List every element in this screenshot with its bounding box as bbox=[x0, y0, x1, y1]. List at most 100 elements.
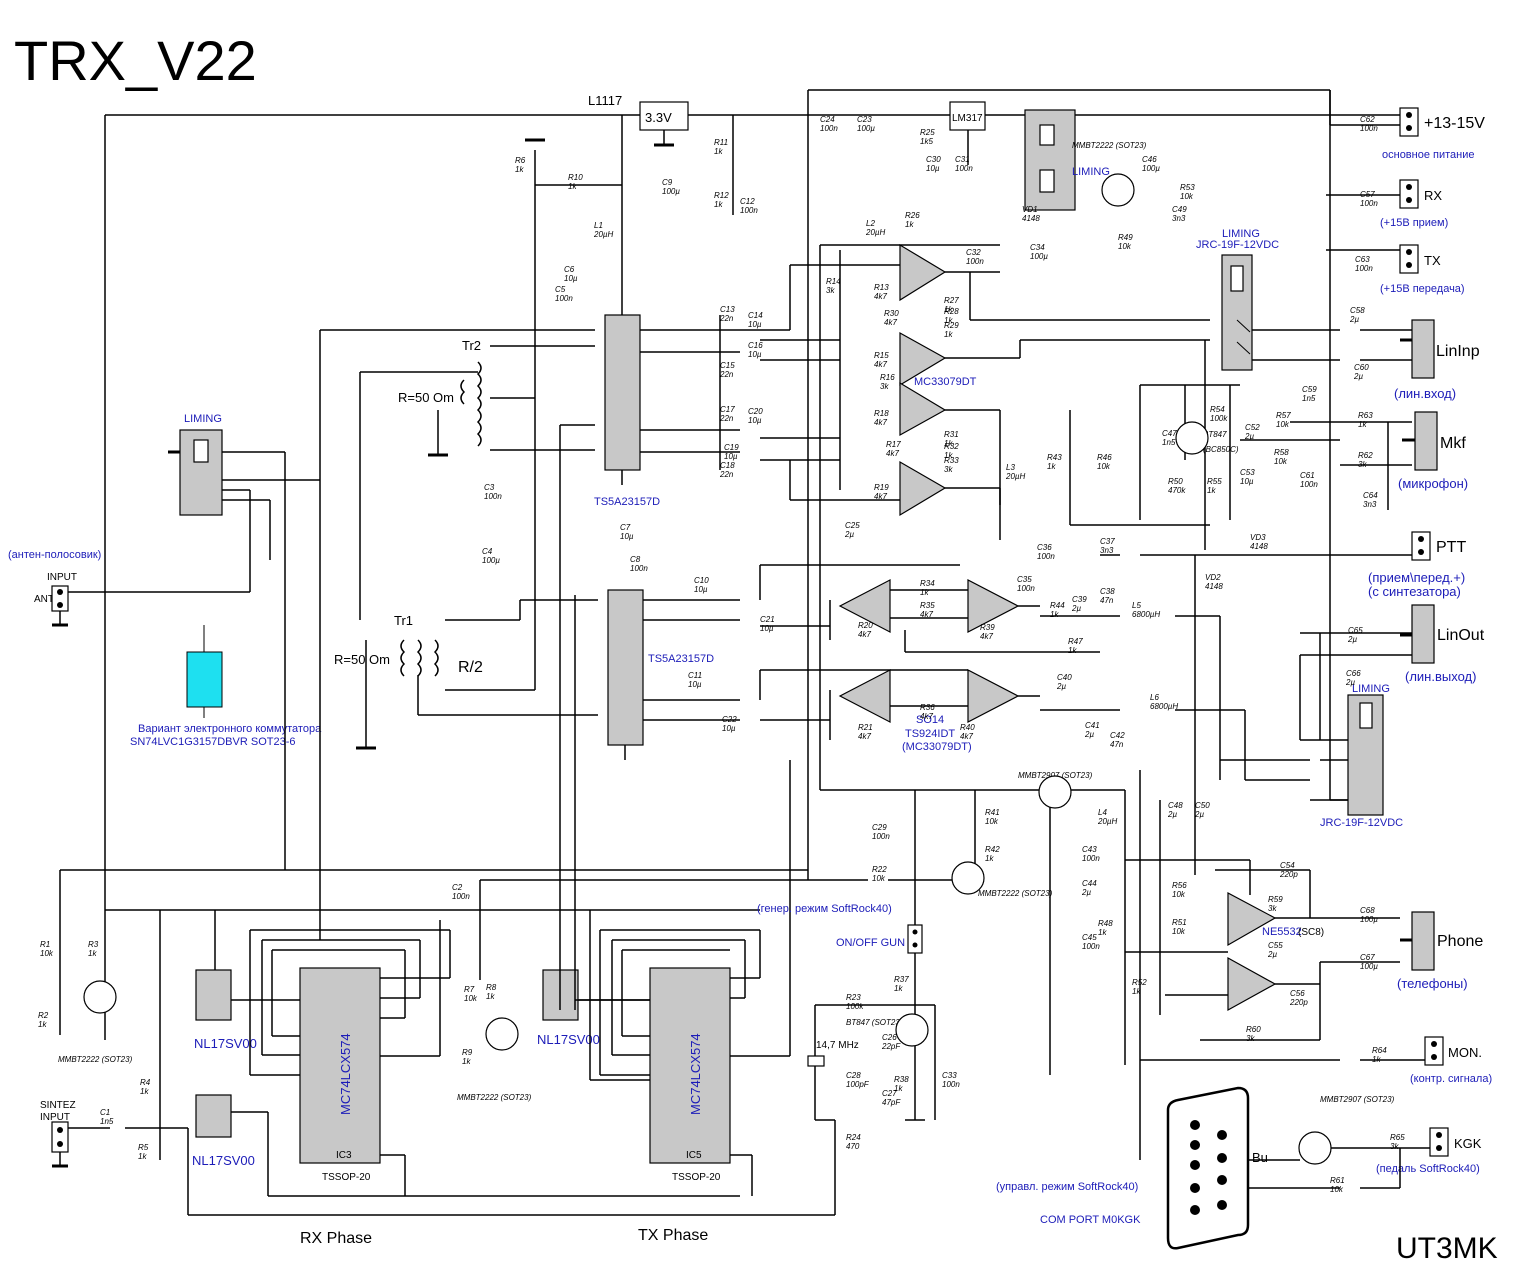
tr1-label: Tr1 bbox=[394, 613, 413, 628]
component-ref: R19 bbox=[874, 483, 889, 492]
component-value: 4148 bbox=[1022, 214, 1040, 223]
component-value: 22n bbox=[719, 370, 734, 379]
component-ref: R24 bbox=[846, 1133, 861, 1142]
component-ref: C3 bbox=[484, 483, 495, 492]
component-value: 100µ bbox=[857, 124, 875, 133]
component-value: 10k bbox=[1097, 462, 1111, 471]
component-value: 1k bbox=[920, 588, 929, 597]
component-ref: C43 bbox=[1082, 845, 1097, 854]
component-value: 4k7 bbox=[874, 360, 887, 369]
connector-mon[interactable]: MON. (контр. сигнала) bbox=[1410, 1036, 1492, 1085]
component-ref: C49 bbox=[1172, 205, 1187, 214]
component-ref: R61 bbox=[1330, 1176, 1345, 1185]
component-ref: R27 bbox=[944, 296, 959, 305]
component-ref: L4 bbox=[1098, 808, 1107, 817]
connector-tx[interactable]: TX (+15В передача) bbox=[1380, 244, 1465, 295]
component-value: 100n bbox=[966, 257, 984, 266]
component-value: 1k bbox=[894, 984, 903, 993]
component-value: 3k bbox=[1358, 460, 1367, 469]
component-value: 4k7 bbox=[920, 712, 933, 721]
opamp-mid-so14: SO14 bbox=[916, 714, 944, 726]
gen-mode-note: (генер. режим SoftRock40) bbox=[757, 903, 892, 915]
component-value: 470 bbox=[846, 1142, 860, 1151]
ne5532-pkg: (SC8) bbox=[1298, 927, 1324, 938]
com-port[interactable]: Bu (управл. режим SoftRock40) COM PORT M… bbox=[996, 1086, 1268, 1250]
component-ref: R65 bbox=[1390, 1133, 1405, 1142]
component-value: 2µ bbox=[1345, 678, 1355, 687]
component-value: 1k bbox=[944, 439, 953, 448]
nand-gate-ic4-label: NL17SV00 bbox=[537, 1032, 600, 1047]
component-ref: R55 bbox=[1207, 477, 1222, 486]
connector-mkf[interactable]: Mkf (микрофон) bbox=[1398, 411, 1468, 491]
connector-linout[interactable]: LinOut (лин.выход) bbox=[1400, 604, 1485, 684]
component-ref: C53 bbox=[1240, 468, 1255, 477]
ant-input[interactable]: (антен-полосовик) INPUT ANT bbox=[8, 489, 251, 627]
connector-power[interactable]: +13-15V основное питание bbox=[1382, 107, 1485, 161]
component-ref: VD2 bbox=[1205, 573, 1221, 582]
nand-gate-ic2-label: NL17SV00 bbox=[192, 1153, 255, 1168]
on-off-gun-note: ON/OFF GUN bbox=[836, 937, 905, 949]
switch-chip-bottom: TS5A23157D bbox=[607, 589, 714, 760]
connector-lininp[interactable]: LinInp (лин.вход) bbox=[1394, 319, 1480, 401]
connector-phone[interactable]: Phone (телефоны) bbox=[1397, 911, 1483, 991]
on-off-switch[interactable] bbox=[907, 924, 923, 954]
component-ref: C62 bbox=[1360, 115, 1375, 124]
component-value: 100n bbox=[484, 492, 502, 501]
component-value: 1k bbox=[1358, 420, 1367, 429]
sintez-input[interactable]: SINTEZ INPUT bbox=[40, 1100, 188, 1168]
relay-left-liming: LIMING bbox=[184, 413, 222, 425]
connector-ptt[interactable]: PTT (прием\перед.+) (с синтезатора) bbox=[1368, 531, 1466, 599]
component-ref: C50 bbox=[1195, 801, 1210, 810]
component-value: 6800µH bbox=[1132, 610, 1160, 619]
latch-chip-rx: MC74LCX574 IC3 TSSOP-20 bbox=[299, 967, 381, 1183]
schematic-title: TRX_V22 bbox=[14, 29, 257, 92]
component-value: 2µ bbox=[844, 530, 854, 539]
component-value: 22pF bbox=[881, 1042, 901, 1051]
component-value: 100n bbox=[1082, 854, 1100, 863]
component-ref: C67 bbox=[1360, 953, 1375, 962]
component-value: 6800µH bbox=[1150, 702, 1178, 711]
connector-kgk[interactable]: KGK (педаль SoftRock40) bbox=[1376, 1127, 1482, 1175]
component-value: 3k bbox=[1246, 1034, 1255, 1043]
opamp-top-label: MC33079DT bbox=[914, 376, 977, 388]
component-value: 10µ bbox=[760, 624, 774, 633]
component-ref: R18 bbox=[874, 409, 889, 418]
component-ref: C33 bbox=[942, 1071, 957, 1080]
vt1-label: MMBT2222 (SOT23) bbox=[58, 1055, 133, 1064]
l1117-label: L1117 bbox=[588, 93, 622, 108]
component-value: 10µ bbox=[748, 320, 762, 329]
component-value: 1k bbox=[515, 165, 524, 174]
component-value: 20µH bbox=[1005, 472, 1026, 481]
author-label: UT3MK bbox=[1396, 1232, 1498, 1265]
component-value: 20µH bbox=[593, 230, 614, 239]
connector-rx[interactable]: RX (+15В прием) bbox=[1380, 179, 1448, 229]
